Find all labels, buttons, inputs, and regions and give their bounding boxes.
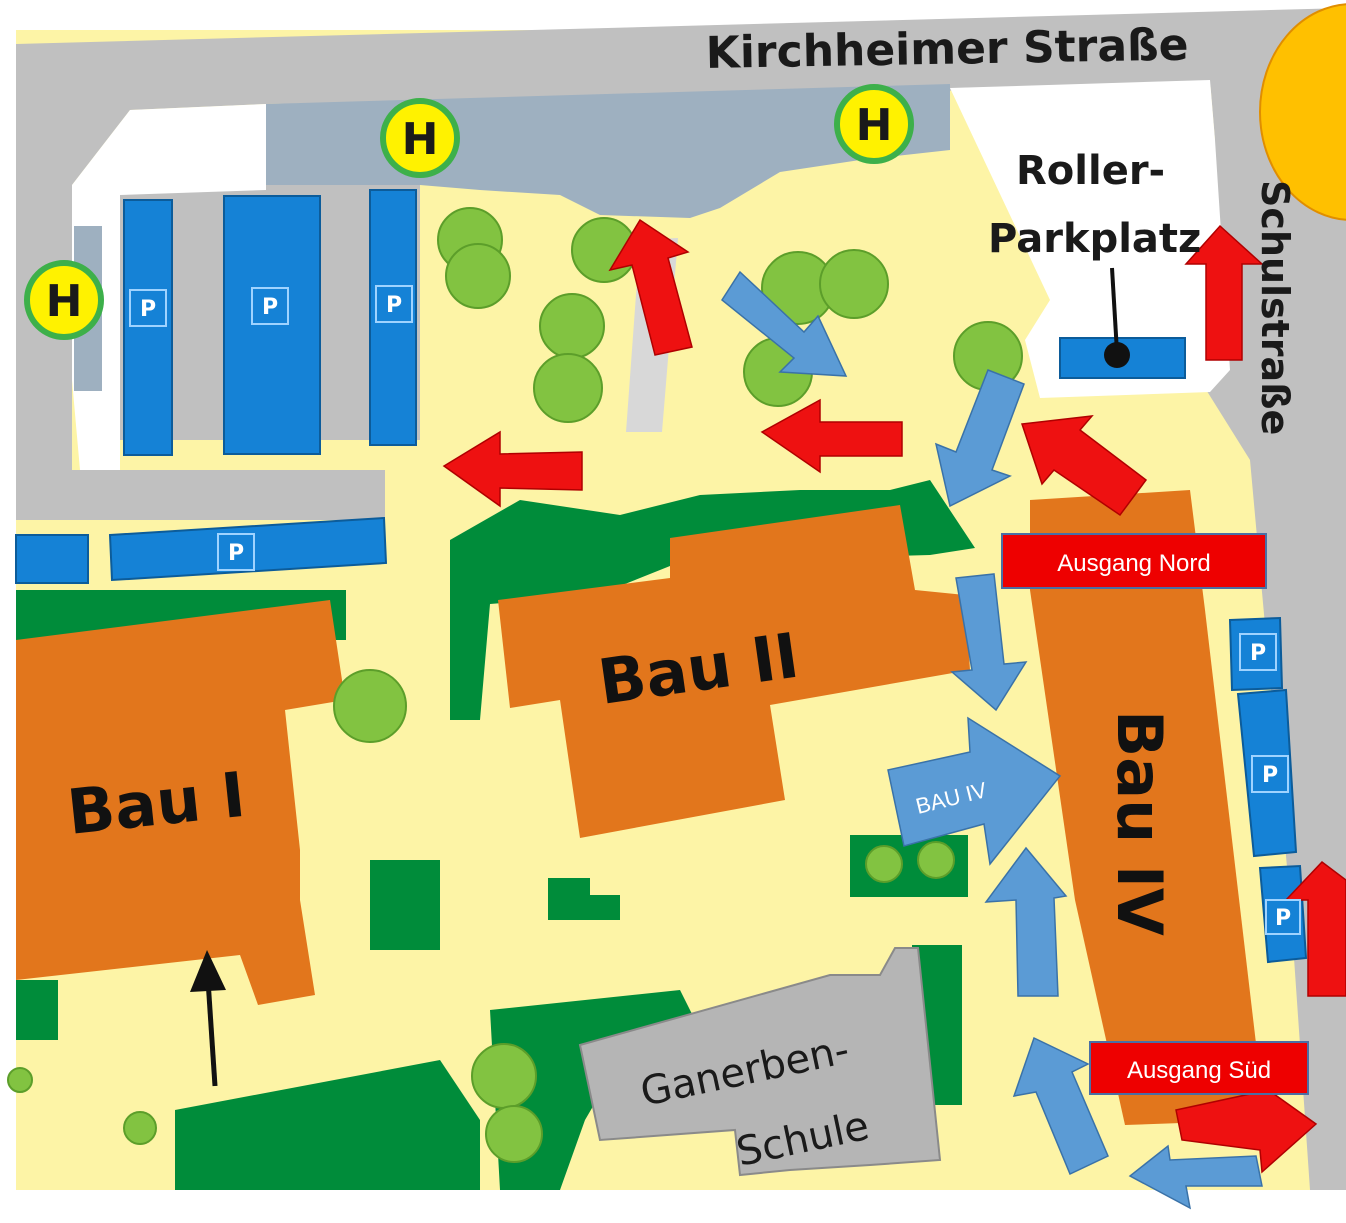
parking-driveway (72, 104, 266, 470)
scooter-pointer-dot (1104, 342, 1130, 368)
parking-signs: P P P P P P P (129, 285, 1301, 935)
bus-stop-east-label: H (856, 100, 893, 151)
flow-arrow-6 (1012, 1036, 1109, 1176)
bus-stop-west-label: H (46, 276, 83, 327)
parking-sign-5: P (1250, 641, 1266, 666)
exit-north-label: Ausgang Nord (1057, 550, 1210, 577)
bus-stop-center[interactable]: H (380, 98, 460, 178)
street-label-kirchheimer: Kirchheimer Straße (705, 20, 1189, 79)
exit-arrow-5 (1184, 224, 1264, 361)
parking-sign-6: P (1262, 763, 1278, 788)
flow-arrow-1 (721, 270, 848, 377)
parking-sign-7: P (1275, 906, 1291, 931)
entrance-arrow-black (190, 950, 226, 1087)
flow-arrow-3 (950, 573, 1028, 712)
flow-arrow-4 (887, 716, 1062, 866)
parking-stalls (15, 189, 1308, 964)
bau-1-building (16, 600, 345, 1005)
scooter-pointer-line (1110, 267, 1119, 353)
exit-arrow-3 (760, 398, 903, 474)
parking-sign-1: P (140, 297, 156, 322)
exit-arrows (442, 218, 1346, 1174)
bus-stop-east[interactable]: H (834, 84, 914, 164)
bus-stop-center-label: H (402, 114, 439, 165)
parking-lot-area (16, 110, 385, 520)
trees (7, 207, 1023, 1163)
flow-arrows (721, 270, 1263, 1210)
parking-sign-2: P (262, 295, 278, 320)
exit-arrow-1 (608, 218, 693, 356)
exit-south-badge[interactable]: Ausgang Süd (1089, 1041, 1309, 1095)
ganerben-schule-building (578, 947, 942, 1177)
exit-arrow-4 (1020, 415, 1148, 517)
exit-north-badge[interactable]: Ausgang Nord (1001, 533, 1267, 589)
scooter-driveway (950, 80, 1230, 398)
parking-sign-3: P (386, 293, 402, 318)
exit-south-label: Ausgang Süd (1127, 1057, 1271, 1084)
flow-arrow-5 (984, 846, 1068, 997)
flow-arrow-2 (934, 369, 1025, 508)
scooter-parking-label-line1: Roller- (1016, 148, 1165, 194)
bau-4-building (1030, 490, 1265, 1125)
street-label-schulstrasse: Schulstraße (1253, 180, 1297, 435)
exit-arrow-2 (442, 430, 583, 508)
sun-shape (1259, 3, 1346, 221)
bau-4-label: Bau IV (1103, 710, 1176, 936)
parking-sign-4: P (228, 541, 244, 566)
flow-arrow-7 (1128, 1144, 1263, 1210)
exit-arrow-6 (1284, 860, 1346, 997)
bau-2-building (498, 505, 970, 838)
bus-stop-west[interactable]: H (24, 260, 104, 340)
scooter-parking-label-line2: Parkplatz (988, 216, 1201, 262)
